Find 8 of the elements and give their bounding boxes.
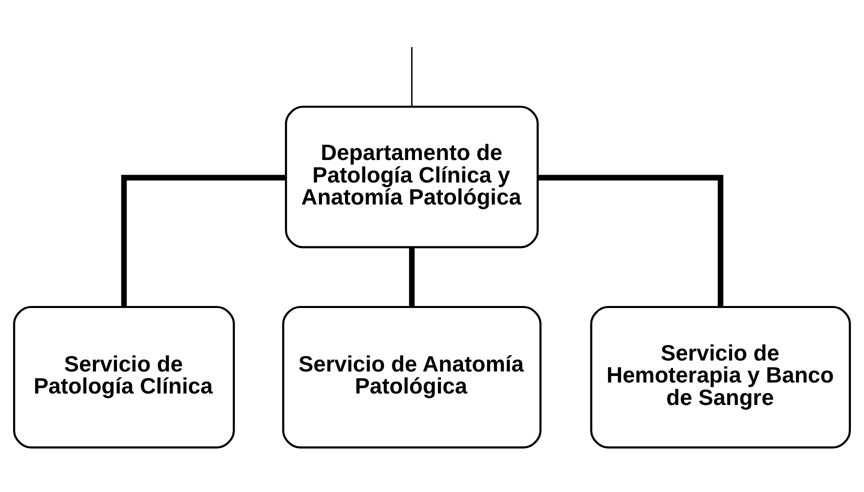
connector xyxy=(411,46,413,106)
node-box: Servicio de Hemoterapia y Banco de Sangre xyxy=(590,305,851,448)
connector xyxy=(409,247,415,306)
node-box: Servicio de Anatomía Patológica xyxy=(282,305,542,448)
node-box: Servicio de Patología Clínica xyxy=(13,305,235,448)
connector xyxy=(538,174,724,306)
node-box: Departamento de Patología Clínica y Anatomía Patológica xyxy=(284,105,539,248)
connector xyxy=(121,174,286,306)
